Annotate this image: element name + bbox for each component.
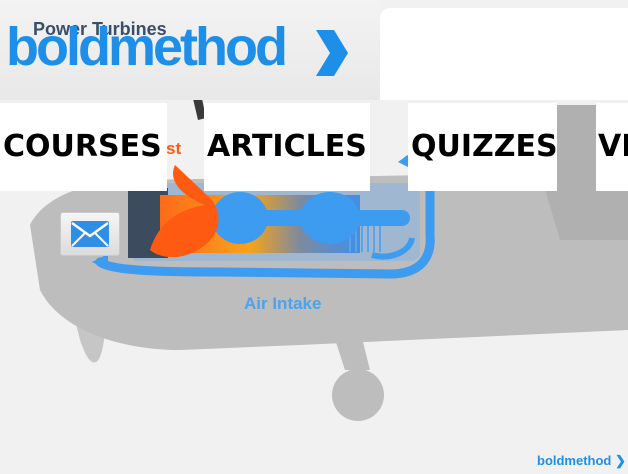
header-panel [380, 8, 628, 100]
turbine-disc-2 [300, 192, 360, 244]
exhaust-label: st [166, 139, 182, 158]
footer-chevron-icon: ❯ [615, 453, 626, 468]
air-intake-label: Air Intake [244, 294, 322, 313]
logo-banner [0, 0, 380, 100]
nav-articles[interactable]: ARTICLES [204, 103, 370, 191]
brand-logo[interactable]: boldmethod [6, 17, 288, 77]
nav-courses[interactable]: COURSES [0, 103, 167, 191]
nav-quizzes[interactable]: QUIZZES [408, 103, 557, 191]
intake-arrow-head [92, 254, 108, 270]
chevron-right-icon [316, 30, 348, 76]
turbine-disc-1 [212, 192, 268, 244]
landing-gear-strut [332, 330, 370, 370]
share-email-button[interactable] [60, 212, 120, 256]
mail-icon [71, 221, 109, 247]
nav-videos[interactable]: VI [596, 103, 628, 191]
power-turbines-label: Power Turbines [33, 19, 167, 39]
inner-flow-arrow [371, 237, 415, 260]
footer-brand: boldmethod ❯ [537, 454, 626, 467]
exhaust-flow [150, 165, 219, 258]
landing-gear-wheel [332, 369, 384, 421]
footer-logo-text: boldmethod [537, 453, 612, 468]
